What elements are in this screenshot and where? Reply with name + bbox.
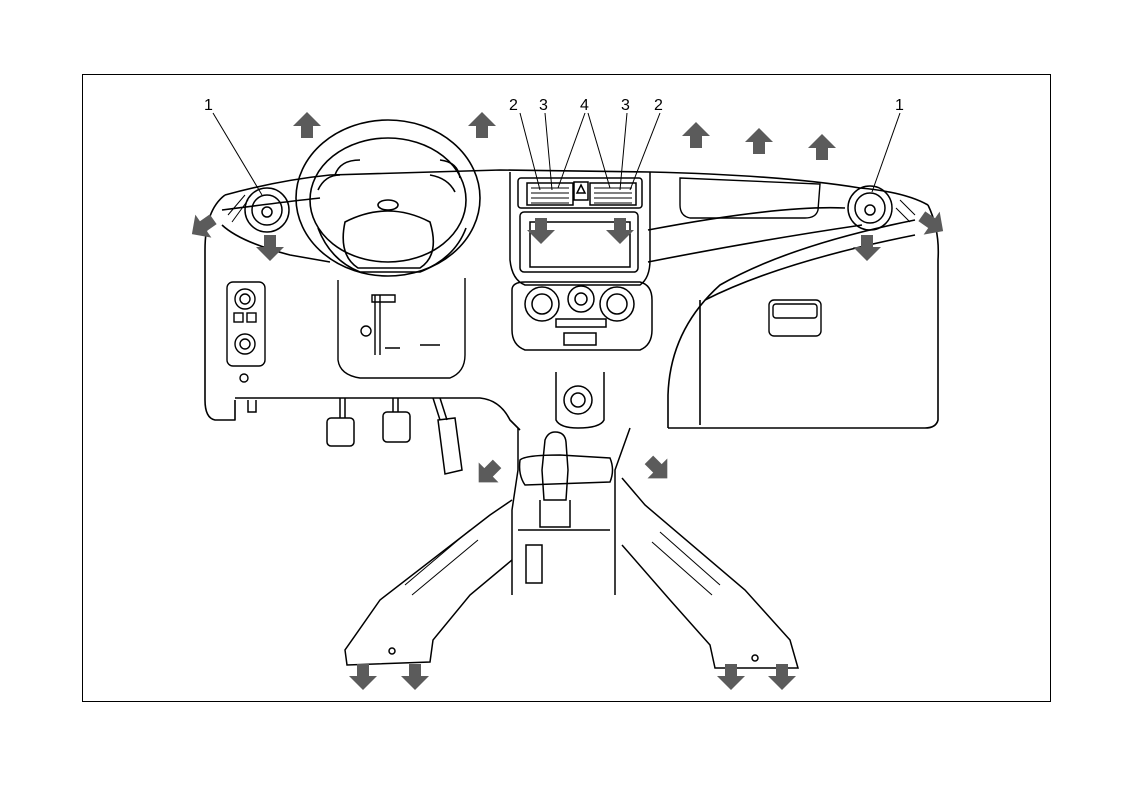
callout-1-right: 1 (895, 97, 904, 114)
airflow-arrow-icon (293, 112, 321, 138)
pedals (248, 398, 462, 474)
center-console (510, 172, 652, 428)
callout-1-left: 1 (204, 97, 213, 114)
airflow-arrow-icon (256, 235, 284, 261)
airflow-arrow-icon (184, 208, 221, 246)
airflow-arrows (184, 112, 951, 690)
gear-shift-tunnel (512, 428, 630, 595)
callout-labels: 1 2 3 4 3 2 1 (204, 97, 904, 114)
airflow-arrow-icon (682, 122, 710, 148)
callout-2-right: 2 (654, 97, 663, 114)
callout-4: 4 (580, 97, 589, 114)
airflow-arrow-icon (914, 205, 951, 243)
airflow-arrow-icon (468, 112, 496, 138)
airflow-arrow-icon (853, 235, 881, 261)
airflow-arrow-icon (808, 134, 836, 160)
callout-2-left: 2 (509, 97, 518, 114)
steering-wheel (296, 120, 480, 276)
right-side-vent (848, 186, 915, 230)
right-floor-duct (622, 478, 798, 668)
airflow-arrow-icon (401, 664, 429, 690)
left-side-vent (228, 188, 289, 232)
dashboard-outline (205, 170, 938, 430)
airflow-arrow-icon (639, 450, 677, 488)
left-floor-duct (345, 500, 512, 665)
dash-top-panel (680, 178, 820, 218)
airflow-arrow-icon (469, 454, 507, 492)
callout-3-right: 3 (621, 97, 630, 114)
steering-column (338, 278, 465, 378)
airflow-arrow-icon (349, 664, 377, 690)
left-switch-panel (227, 282, 265, 382)
callout-3-left: 3 (539, 97, 548, 114)
glove-box-handle (769, 300, 821, 336)
airflow-arrow-icon (745, 128, 773, 154)
